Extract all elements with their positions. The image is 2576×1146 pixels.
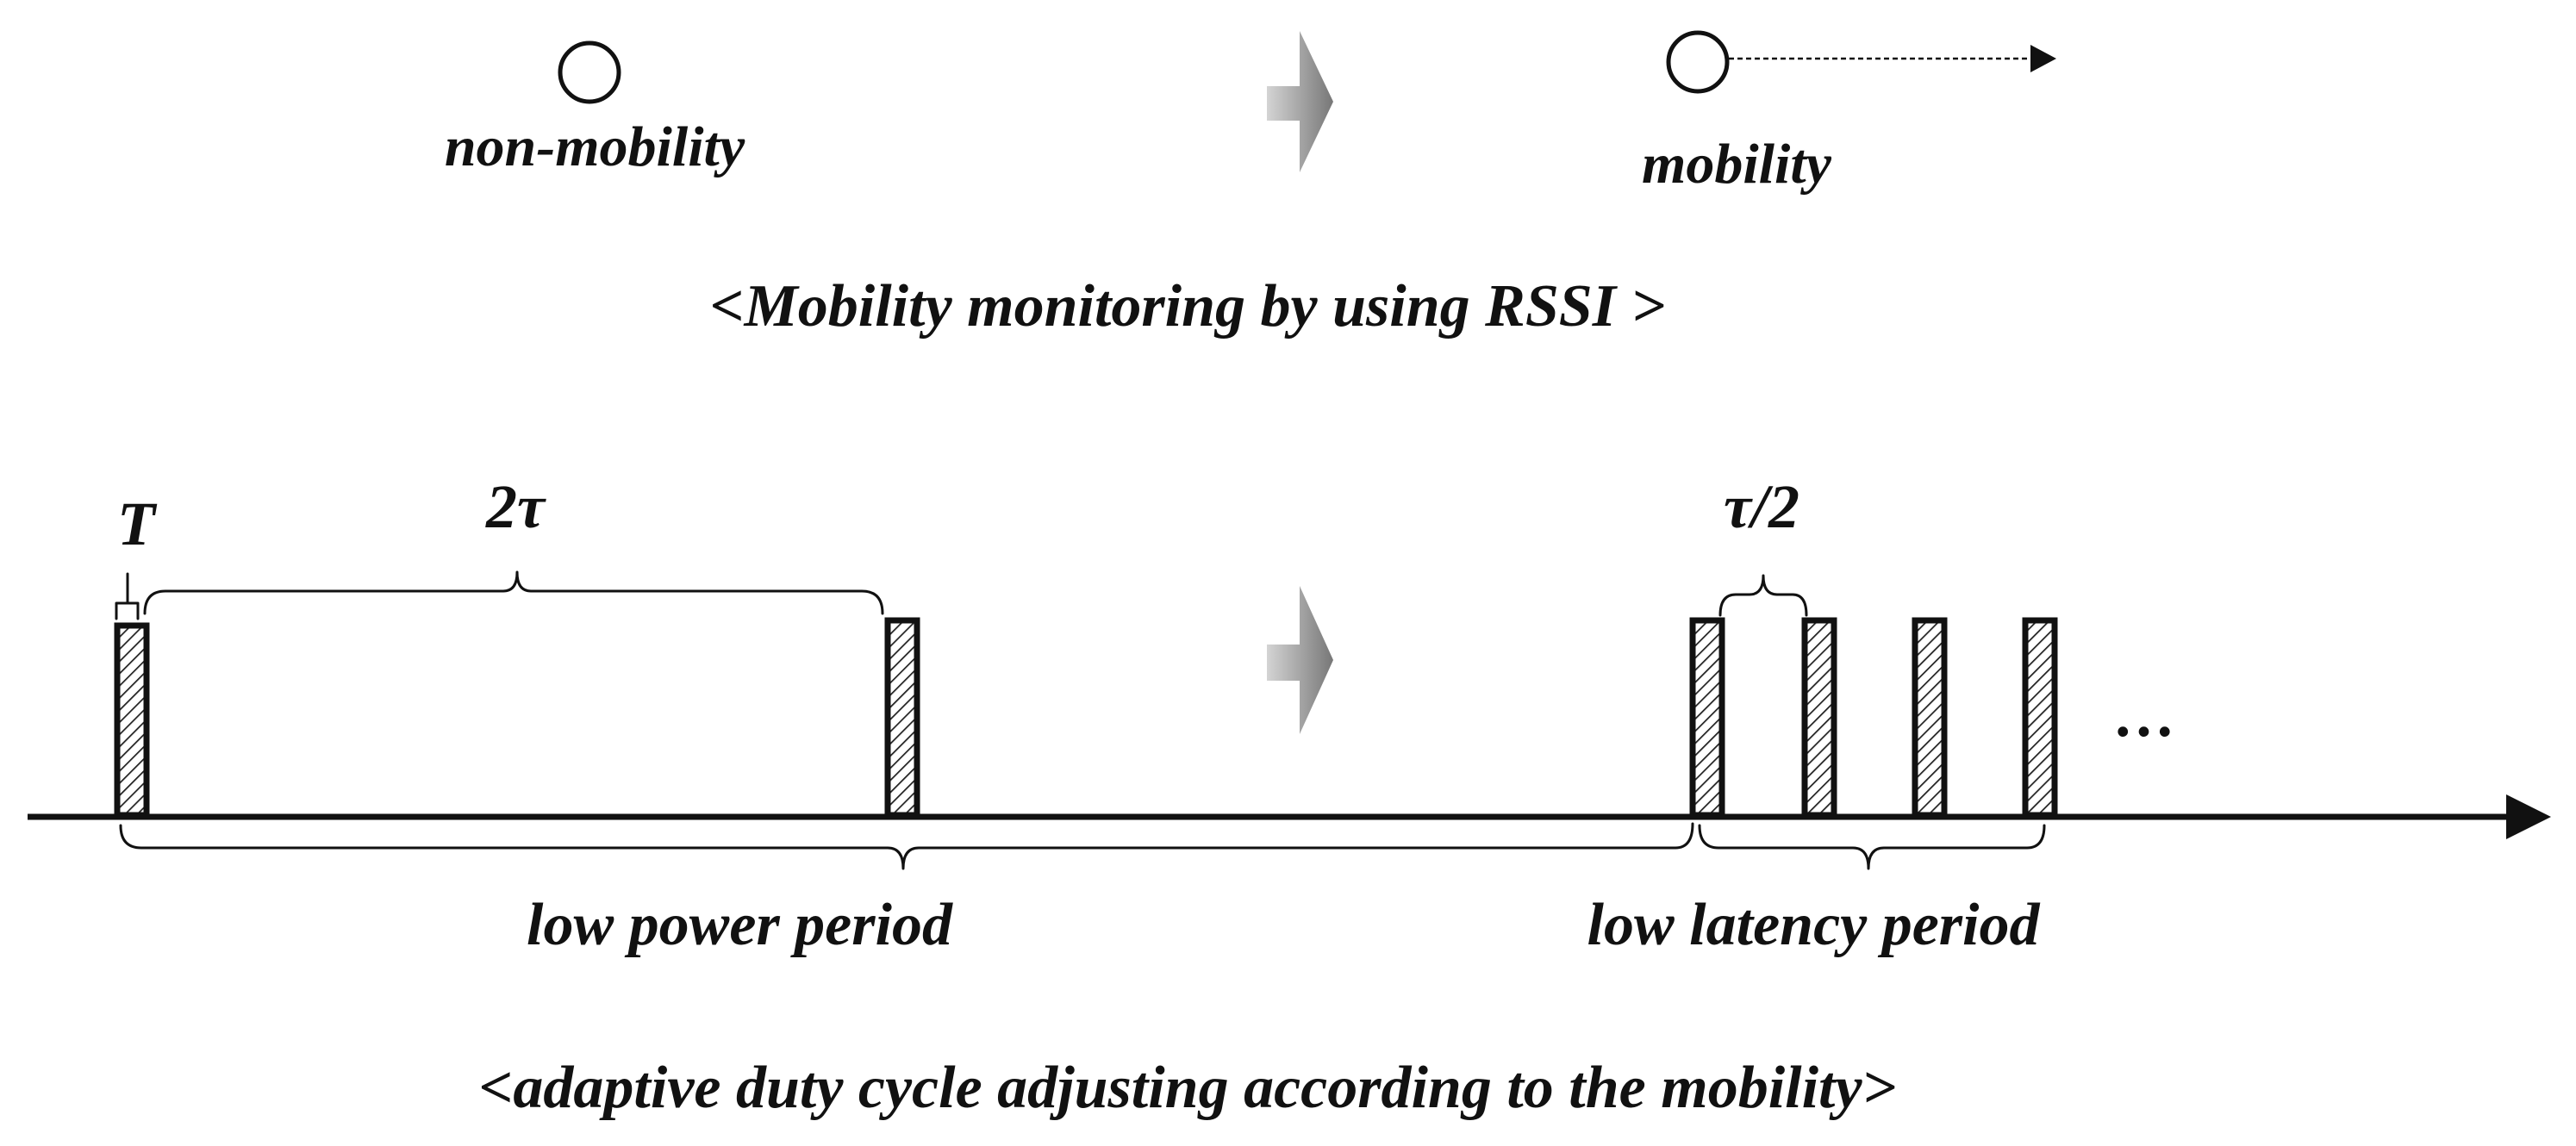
non-mobility-label: non-mobility [445, 115, 745, 178]
mobility-label: mobility [1642, 133, 1832, 196]
ellipsis: … [2115, 681, 2177, 750]
pulse-slot [884, 617, 920, 819]
brace-2tau [143, 570, 884, 615]
pulse-slot [2022, 617, 2058, 819]
period-T-label: T [117, 489, 158, 558]
period-tau-half-label: τ/2 [1724, 472, 1799, 541]
top-caption: <Mobility monitoring by using RSSI > [710, 273, 1666, 339]
period-2tau-label: 2τ [485, 472, 546, 541]
brace-T [115, 572, 140, 620]
movement-arrowhead-icon [2030, 45, 2056, 72]
brace-tau-half [1718, 574, 1808, 617]
pulse-slot [1689, 617, 1725, 819]
pulse-slot [1801, 617, 1837, 819]
pulse-slot [114, 622, 150, 819]
pulse-slot [1912, 617, 1948, 819]
low-latency-period-label: low latency period [1587, 892, 2041, 958]
brace-low-power [119, 822, 1694, 870]
transition-arrow-icon [1267, 586, 1333, 734]
brace-low-latency [1698, 824, 2046, 870]
time-axis-arrowhead-icon [2506, 794, 2551, 839]
low-power-period-label: low power period [527, 892, 953, 958]
bottom-caption: <adaptive duty cycle adjusting according… [479, 1055, 1897, 1121]
node-moving-circle [1666, 30, 1730, 94]
node-static-circle [558, 40, 621, 104]
transition-arrow-icon [1267, 31, 1333, 172]
